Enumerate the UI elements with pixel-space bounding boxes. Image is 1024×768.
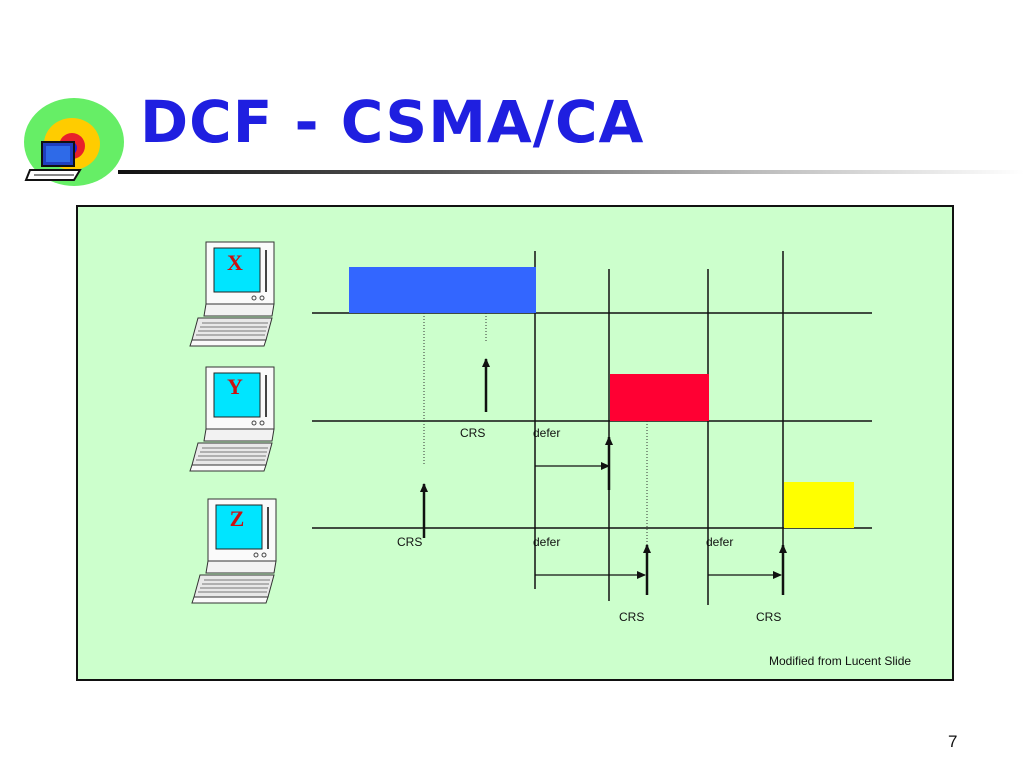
station-y-letter: Y [227,374,243,399]
page-title: DCF - CSMA/CA [140,88,645,156]
station-y-frame [610,374,709,421]
source-credit: Modified from Lucent Slide [769,654,912,668]
crs-label: CRS [397,535,422,549]
diagram-panel: X Y Z [76,205,954,681]
defer-label: defer [533,535,560,549]
crs-label: CRS [460,426,485,440]
station-y-computer: Y [189,366,275,472]
title-divider [118,170,1024,174]
station-z-frame [784,482,854,528]
crs-label: CRS [619,610,644,624]
defer-label: defer [533,426,560,440]
defer-label: defer [706,535,733,549]
station-z-letter: Z [230,506,245,531]
station-x-computer: X [189,241,275,347]
station-z-computer: Z [191,498,277,604]
page-number: 7 [948,732,958,751]
station-x-letter: X [227,250,243,275]
crs-label: CRS [756,610,781,624]
laptop-target-logo-icon [24,98,124,186]
station-x-frame [349,267,536,313]
